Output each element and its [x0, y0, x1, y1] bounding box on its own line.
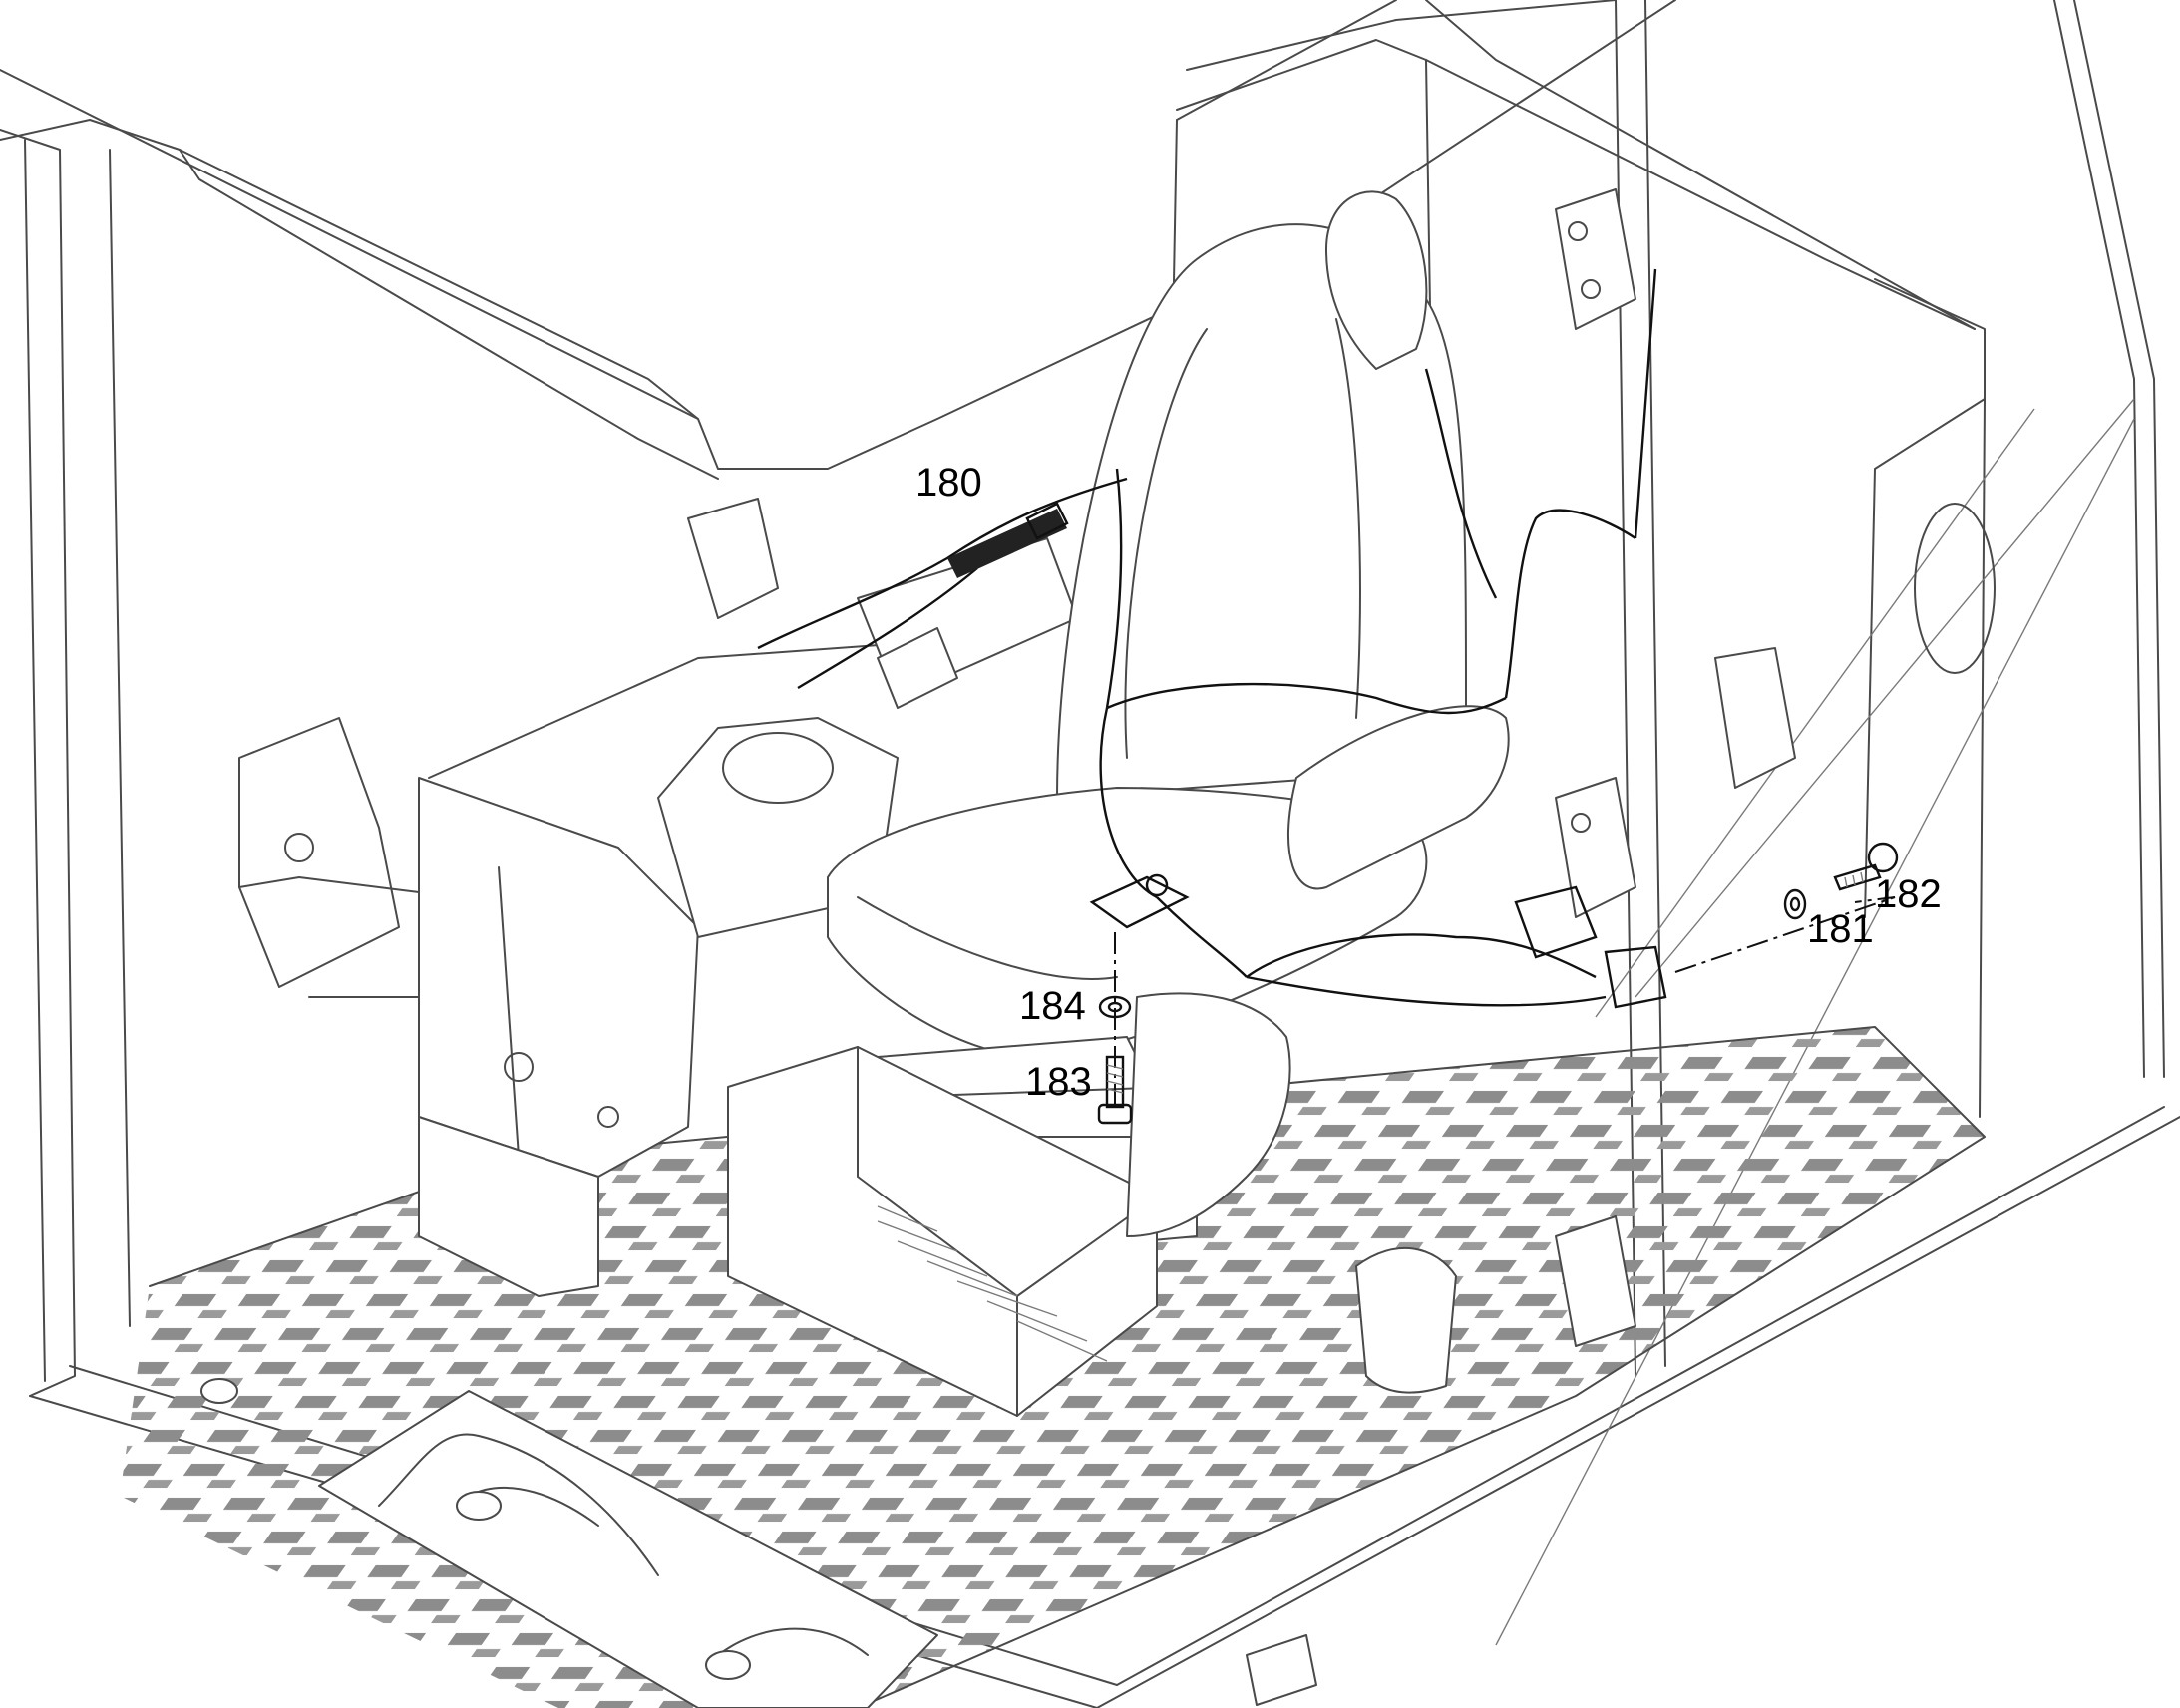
callout-183: 183 — [1025, 1060, 1092, 1104]
callout-181: 181 — [1807, 907, 1874, 951]
callout-184: 184 — [1019, 984, 1086, 1028]
wiring-harness — [757, 268, 1667, 1009]
washer-181 — [1783, 888, 1807, 920]
fasteners-exploded — [1097, 842, 1899, 1125]
callout-180: 180 — [915, 461, 982, 505]
left-console — [238, 637, 978, 1297]
callout-182: 182 — [1875, 872, 1942, 916]
bolt-183 — [1097, 1055, 1133, 1125]
leader-181-182 — [1674, 896, 1896, 973]
washer-184 — [1098, 995, 1132, 1019]
operator-seat — [727, 190, 1510, 1417]
bolt-182 — [1833, 842, 1899, 891]
base-vent-slots — [877, 1205, 1108, 1362]
door-hinges — [687, 188, 1996, 1706]
callout-labels: 180 181 182 183 184 — [915, 461, 1942, 1104]
